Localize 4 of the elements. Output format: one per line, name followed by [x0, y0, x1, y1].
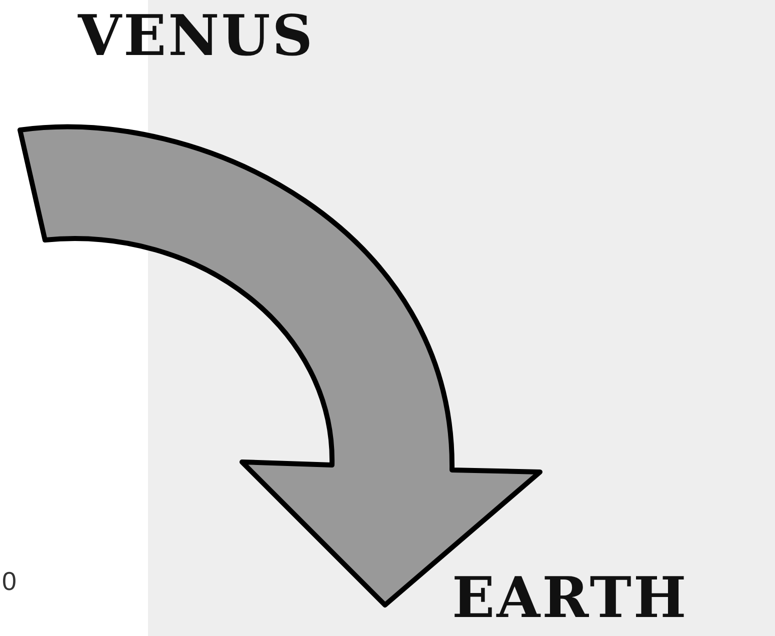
planet-name: EARTH — [452, 570, 688, 626]
axis-number: 0 — [2, 566, 16, 597]
curved-arrow — [18, 124, 542, 608]
planet-name: VENUS — [78, 8, 315, 64]
